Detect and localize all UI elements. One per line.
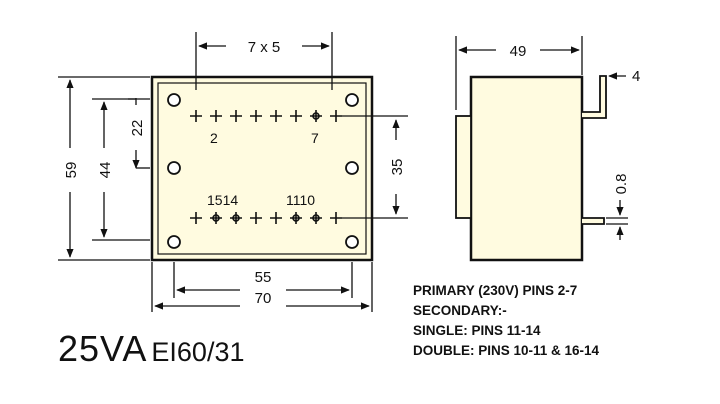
dim-depth — [455, 36, 583, 110]
pin-mark — [190, 110, 202, 122]
pin-mark — [290, 110, 302, 122]
pin-mark — [230, 110, 242, 122]
pin-label-2: 2 — [210, 130, 218, 146]
front-body-outer — [150, 75, 374, 262]
dim-width-pins-label: 55 — [255, 269, 272, 286]
side-flange — [455, 115, 472, 219]
side-pin-top — [582, 75, 607, 119]
front-body-inner — [157, 82, 367, 255]
dim-offset-top — [128, 98, 150, 169]
pin-mark — [210, 110, 222, 122]
note-secondary: SECONDARY:- — [413, 303, 507, 318]
dim-width-outer — [151, 262, 373, 312]
pin-mark — [290, 212, 302, 224]
dim-pin-pitch — [195, 32, 333, 90]
model-power: 25VA — [58, 328, 148, 369]
mounting-hole-top-left — [167, 93, 181, 107]
pin-label-15-14: 1514 — [207, 192, 238, 208]
pin-mark — [270, 212, 282, 224]
mounting-hole-top-right — [345, 93, 359, 107]
pin-marker-15 — [212, 214, 220, 222]
pin-marker-14 — [232, 214, 240, 222]
pin-marker-11 — [292, 214, 300, 222]
dim-depth-label: 49 — [510, 43, 527, 60]
dim-width-pins — [173, 262, 353, 298]
dim-pin-thickness — [606, 200, 628, 240]
side-body — [469, 75, 584, 262]
pin-mark — [210, 212, 222, 224]
side-pin-bottom — [582, 217, 605, 225]
pin-mark — [330, 110, 342, 122]
pin-mark — [190, 212, 202, 224]
dim-height-outer-label: 59 — [63, 162, 80, 179]
pin-mark — [230, 212, 242, 224]
dim-height-inner-label: 44 — [97, 162, 114, 179]
pin-marker-10 — [312, 214, 320, 222]
dim-row-spacing-label: 35 — [389, 159, 406, 176]
pin-mark — [250, 212, 262, 224]
dim-row-spacing — [342, 115, 408, 219]
note-single: SINGLE: PINS 11-14 — [413, 323, 541, 338]
pin-mark — [270, 110, 282, 122]
pin-mark — [250, 110, 262, 122]
mounting-hole-bottom-right — [345, 235, 359, 249]
dim-pin-thickness-label: 0.8 — [613, 174, 630, 195]
front-view — [150, 75, 374, 262]
dim-height-inner — [92, 98, 150, 241]
mounting-hole-mid-right — [345, 161, 359, 175]
model-core: EI60/31 — [151, 337, 245, 367]
pin-label-11-10: 1110 — [286, 192, 315, 208]
note-primary: PRIMARY (230V) PINS 2-7 — [413, 283, 578, 298]
pin-mark — [330, 212, 342, 224]
bottom-pin-row — [190, 212, 342, 224]
mounting-hole-bottom-left — [167, 235, 181, 249]
pin-mark — [310, 212, 322, 224]
dim-height-outer — [58, 76, 150, 261]
pin-label-7: 7 — [311, 130, 319, 146]
side-view — [455, 75, 607, 262]
top-pin-row — [190, 110, 342, 122]
dim-pin-pitch-label: 7 x 5 — [248, 39, 281, 56]
pin-notes: PRIMARY (230V) PINS 2-7 SECONDARY:- SING… — [413, 281, 599, 361]
mounting-hole-mid-left — [167, 161, 181, 175]
dim-pin-length-label: 4 — [632, 68, 640, 85]
pin-mark — [310, 110, 322, 122]
note-double: DOUBLE: PINS 10-11 & 16-14 — [413, 343, 600, 358]
dim-width-outer-label: 70 — [255, 290, 272, 307]
dim-offset-top-label: 22 — [129, 120, 146, 137]
pin-marker-7 — [312, 112, 320, 120]
